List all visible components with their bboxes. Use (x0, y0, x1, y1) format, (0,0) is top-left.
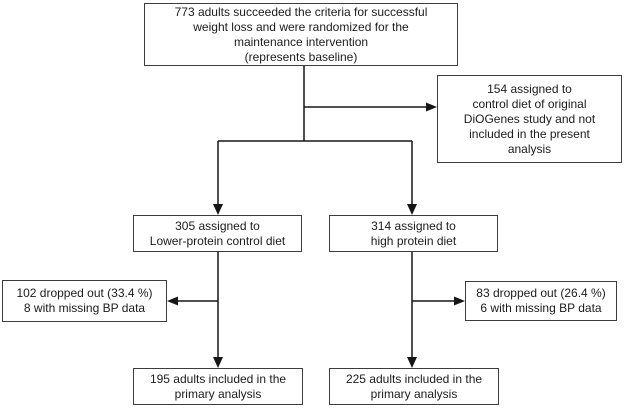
arrowhead-high-dropout-icon (454, 296, 465, 306)
lower-protein-arm-box: 305 assigned to Lower-protein control di… (133, 215, 302, 252)
arrowhead-to-high-arm-icon (407, 204, 417, 215)
dropout-lower-protein-box: 102 dropped out (33.4 %) 8 with missing … (2, 280, 167, 322)
arrowhead-lower-analysis-icon (213, 357, 223, 368)
arrowhead-to-excluded-icon (426, 102, 437, 112)
baseline-box: 773 adults succeeded the criteria for su… (144, 3, 458, 66)
high-protein-arm-box: 314 assigned to high protein diet (329, 215, 498, 252)
primary-analysis-lower-protein-box: 195 adults included in the primary analy… (133, 368, 303, 405)
arrowhead-lower-dropout-icon (167, 296, 178, 306)
excluded-control-diet-box: 154 assigned to control diet of original… (437, 75, 622, 163)
arrowhead-to-lower-arm-icon (213, 204, 223, 215)
dropout-high-protein-box: 83 dropped out (26.4 %) 6 with missing B… (465, 281, 617, 321)
primary-analysis-high-protein-box: 225 adults included in the primary analy… (329, 368, 499, 405)
arrowhead-high-analysis-icon (407, 357, 417, 368)
